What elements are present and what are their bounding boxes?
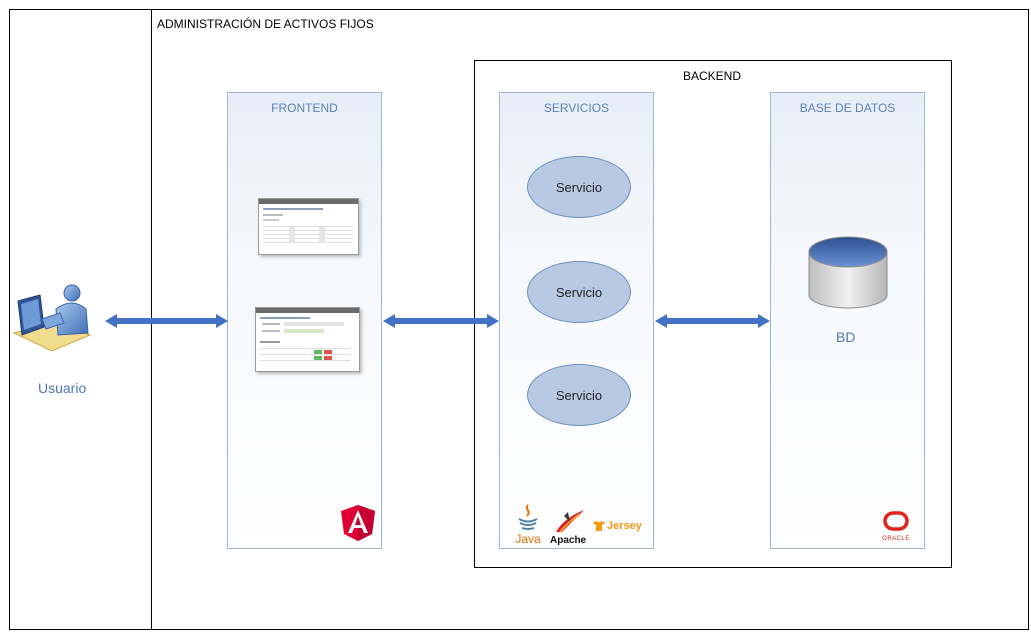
frontend-title: FRONTEND (271, 101, 338, 115)
database-label: BD (836, 329, 856, 345)
screen-mock-icon (259, 199, 358, 243)
service-label: Servicio (555, 179, 603, 195)
arrow-user-frontend (105, 314, 228, 328)
screen-mock-icon (256, 308, 359, 361)
arrow-services-database (655, 314, 770, 328)
database-title: BASE DE DATOS (799, 101, 896, 115)
java-cup-icon (518, 504, 538, 530)
apache-text: Apache (550, 535, 587, 546)
angular-logo (341, 505, 375, 541)
oracle-logo: ORACLE (876, 511, 916, 542)
arrow-frontend-services (383, 314, 499, 328)
jersey-shirt-icon (593, 521, 605, 531)
frontend-screen-thumbnail-1 (258, 198, 359, 255)
services-title: SERVICIOS (543, 101, 610, 115)
service-label: Servicio (555, 387, 603, 403)
oracle-text: ORACLE (882, 536, 910, 542)
apache-logo: Apache (550, 508, 590, 548)
service-node: Servicio (527, 261, 631, 323)
oracle-ring-icon (883, 511, 909, 531)
service-label: Servicio (555, 284, 603, 300)
jersey-logo: Jersey (593, 518, 649, 534)
database-lane: BASE DE DATOS (770, 92, 925, 549)
system-title: ADMINISTRACIÓN DE ACTIVOS FIJOS (157, 17, 374, 31)
backend-title: BACKEND (683, 69, 742, 83)
service-node: Servicio (527, 156, 631, 218)
frontend-screen-thumbnail-2 (255, 307, 360, 372)
apache-feather-icon (556, 510, 584, 533)
database-cylinder-icon (808, 236, 888, 309)
user-label: Usuario (38, 380, 87, 396)
diagram-frame (9, 9, 1029, 630)
user-computer-icon (12, 284, 92, 352)
java-text: Java (515, 532, 541, 546)
service-node: Servicio (527, 364, 631, 426)
java-logo: Java (513, 503, 543, 549)
jersey-text: Jersey (607, 520, 642, 532)
